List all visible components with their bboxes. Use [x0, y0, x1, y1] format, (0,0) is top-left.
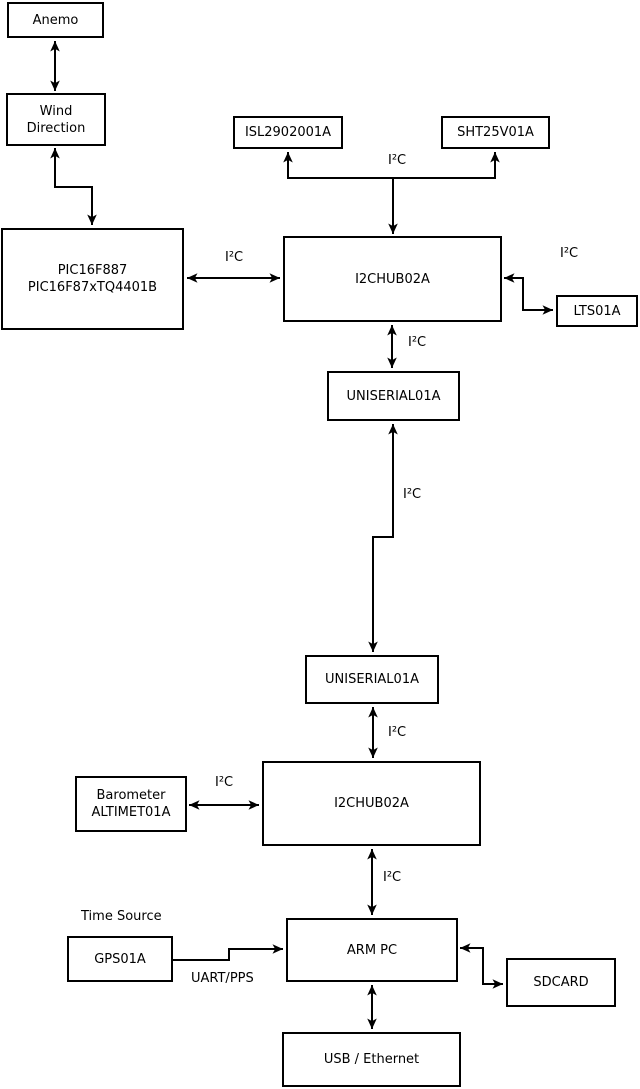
- node-i2chub02a-2: I2CHUB02A: [262, 761, 481, 846]
- node-uniserial01a-1: UNISERIAL01A: [327, 371, 460, 421]
- node-i2chub02a-2-label: I2CHUB02A: [334, 796, 409, 811]
- node-wind-direction-label-line1: Wind: [39, 103, 73, 119]
- node-uniserial01a-2-label: UNISERIAL01A: [325, 672, 419, 687]
- node-wind-direction-label-line2: Direction: [26, 120, 86, 136]
- node-i2chub02a-1: I2CHUB02A: [283, 236, 502, 322]
- node-pic16f887-label-line1: PIC16F887: [57, 263, 128, 278]
- node-arm-pc: ARM PC: [286, 918, 458, 982]
- edge-hub1-isl-sht: [283, 152, 500, 179]
- edge-label-i2c-sensors-top: I²C: [388, 153, 407, 168]
- node-sdcard: SDCARD: [506, 958, 616, 1007]
- node-sdcard-label: SDCARD: [533, 975, 589, 990]
- edge-label-time-source: Time Source: [81, 909, 162, 924]
- node-barometer-label-line2: ALTIMET01A: [91, 805, 171, 820]
- node-uniserial01a-2: UNISERIAL01A: [305, 655, 439, 704]
- edge-hub1-lts: [504, 273, 553, 315]
- node-sht25v01a-label: SHT25V01A: [457, 125, 534, 140]
- node-arm-pc-label: ARM PC: [346, 942, 398, 958]
- node-gps01a-label: GPS01A: [94, 951, 146, 967]
- node-lts01a-label: LTS01A: [573, 303, 621, 319]
- node-barometer-label-line1: Barometer: [96, 788, 166, 803]
- node-pic16f887-label-line2: PIC16F87xTQ4401B: [27, 280, 158, 295]
- node-gps01a: GPS01A: [67, 936, 173, 982]
- edge-gps-armpc: [173, 944, 283, 961]
- edge-label-i2c-hub2-armpc: I²C: [383, 870, 402, 885]
- edge-uniserial1-uniserial2: [368, 424, 398, 652]
- edge-label-i2c-pic-hub: I²C: [225, 250, 244, 265]
- edge-label-uart-pps: UART/PPS: [191, 971, 254, 986]
- node-usb-ethernet: USB / Ethernet: [282, 1032, 461, 1087]
- edge-label-i2c-barometer-hub2: I²C: [215, 775, 234, 790]
- edge-label-i2c-lts: I²C: [560, 246, 579, 261]
- node-usb-ethernet-label: USB / Ethernet: [323, 1052, 420, 1067]
- node-uniserial01a-1-label: UNISERIAL01A: [346, 388, 441, 404]
- node-pic16f887: PIC16F887 PIC16F87xTQ4401B: [1, 228, 184, 330]
- node-anemo-label: Anemo: [32, 12, 79, 28]
- edge-armpc-sdcard: [460, 943, 503, 989]
- node-isl2902001a: ISL2902001A: [233, 116, 343, 149]
- edge-label-i2c-uniserial2-hub2: I²C: [388, 725, 407, 740]
- node-isl2902001a-label: ISL2902001A: [244, 125, 332, 140]
- node-lts01a: LTS01A: [556, 295, 638, 327]
- node-sht25v01a: SHT25V01A: [441, 116, 550, 149]
- node-wind-direction: Wind Direction: [6, 93, 106, 146]
- edge-label-i2c-uniserial-link: I²C: [403, 487, 422, 502]
- edge-wind-pic: [50, 148, 97, 225]
- edge-label-i2c-hub1-uniserial1: I²C: [408, 335, 427, 350]
- node-anemo: Anemo: [7, 2, 104, 38]
- node-i2chub02a-1-label: I2CHUB02A: [355, 271, 430, 287]
- node-barometer-altimet01a: Barometer ALTIMET01A: [75, 776, 187, 832]
